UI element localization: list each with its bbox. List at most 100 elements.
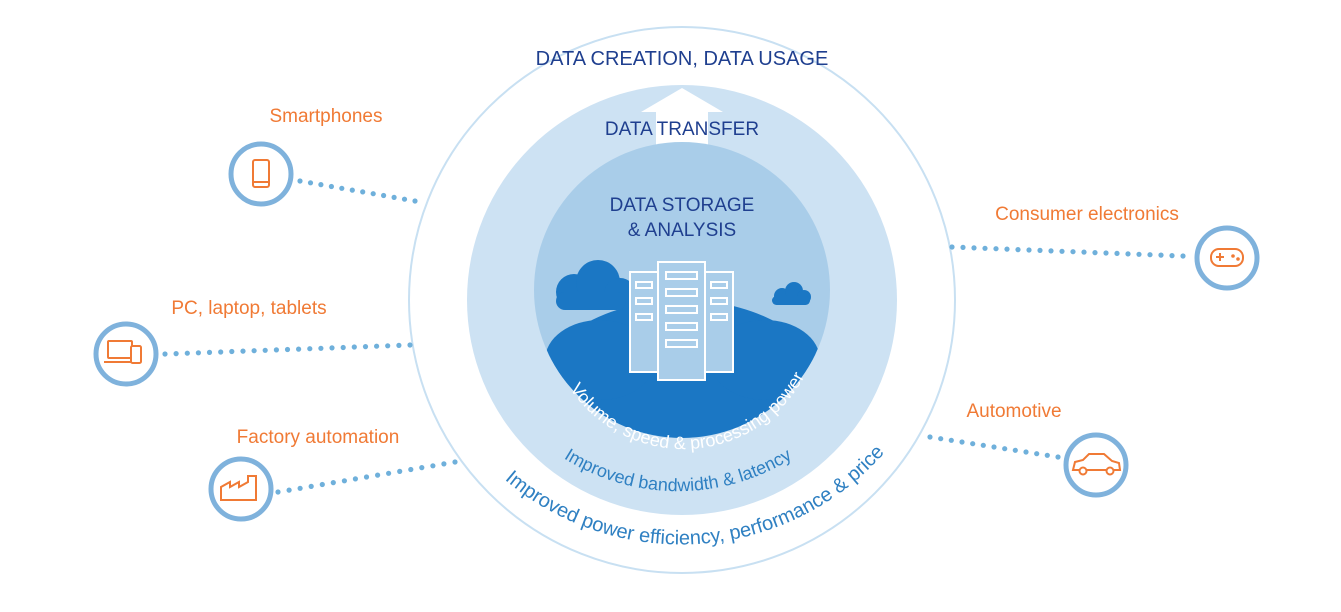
connector-dots bbox=[162, 178, 1186, 495]
connector-dot bbox=[1004, 246, 1010, 252]
connector-dot bbox=[195, 350, 201, 356]
inner-layer-title-line1: DATA STORAGE bbox=[610, 195, 755, 216]
cloud-datacenter-illustration bbox=[534, 260, 830, 438]
connector-dot bbox=[938, 436, 944, 442]
connector-dot bbox=[396, 342, 402, 348]
connector-dot bbox=[391, 194, 397, 200]
connector-dot bbox=[1044, 452, 1050, 458]
connector-dot bbox=[1034, 451, 1040, 457]
connector-dot bbox=[397, 468, 403, 474]
smartphone-icon bbox=[252, 159, 270, 188]
connector-dot bbox=[341, 478, 347, 484]
connector-dot bbox=[1023, 449, 1029, 455]
connector-dot bbox=[1059, 248, 1065, 254]
connector-dot bbox=[1103, 250, 1109, 256]
connector-dot bbox=[319, 481, 325, 488]
connector-dot bbox=[412, 198, 418, 204]
connector-dot bbox=[401, 196, 408, 202]
cloud-icon bbox=[772, 282, 811, 305]
device-label: PC, laptop, tablets bbox=[171, 298, 326, 319]
connector-dot bbox=[184, 350, 190, 356]
connector-dot bbox=[173, 351, 179, 357]
connector-dot bbox=[308, 483, 314, 489]
connector-dot bbox=[1012, 447, 1018, 453]
connector-dot bbox=[1092, 250, 1098, 256]
connector-dot bbox=[318, 345, 324, 351]
connector-dot bbox=[441, 461, 447, 467]
connector-dot bbox=[162, 351, 168, 357]
connector-dot bbox=[296, 346, 302, 352]
connector-dot bbox=[960, 244, 966, 250]
connector-dot bbox=[297, 485, 303, 491]
middle-layer-title: DATA TRANSFER bbox=[605, 119, 759, 140]
connector-dot bbox=[993, 246, 999, 252]
device-label: Automotive bbox=[966, 401, 1061, 422]
connector-dot bbox=[386, 470, 392, 476]
laptop-tablet-icon bbox=[104, 340, 142, 364]
connector-dot bbox=[971, 245, 977, 251]
gamepad-icon bbox=[1210, 248, 1244, 267]
connector-dot bbox=[362, 344, 369, 350]
connector-dot bbox=[297, 178, 303, 184]
connector-dot bbox=[1070, 249, 1076, 255]
device-pc-laptop-tablets: PC, laptop, tablets bbox=[93, 298, 327, 387]
connector-dot bbox=[1158, 252, 1164, 258]
connector-dot bbox=[1169, 253, 1175, 259]
connector-dot bbox=[251, 348, 257, 354]
connector-dot bbox=[1037, 247, 1043, 253]
connector-dot bbox=[1136, 251, 1142, 257]
factory-icon bbox=[220, 475, 257, 501]
connector-dot bbox=[262, 347, 268, 353]
connector-dot bbox=[949, 244, 955, 250]
connector-dot bbox=[1114, 250, 1120, 256]
connector-dot bbox=[307, 346, 313, 352]
connector-dot bbox=[381, 192, 387, 199]
inner-layer-title-line2: & ANALYSIS bbox=[628, 220, 736, 241]
connector-dot bbox=[330, 480, 336, 486]
device-factory-automation: Factory automation bbox=[208, 427, 399, 522]
connector-dot bbox=[1180, 253, 1186, 259]
connector-dot bbox=[452, 459, 458, 465]
device-label: Smartphones bbox=[269, 106, 382, 127]
device-consumer-electronics: Consumer electronics bbox=[995, 204, 1260, 291]
connector-dot bbox=[385, 343, 391, 349]
cloud-icon bbox=[556, 260, 636, 310]
connector-dot bbox=[1081, 249, 1087, 255]
connector-dot bbox=[1015, 247, 1021, 253]
connector-dot bbox=[328, 183, 334, 190]
connector-dot bbox=[351, 344, 357, 350]
connector-dot bbox=[948, 437, 954, 443]
connector-dot bbox=[1125, 251, 1131, 257]
device-smartphones: Smartphones bbox=[228, 106, 383, 207]
connector-dot bbox=[982, 245, 988, 251]
connector-dot bbox=[370, 191, 376, 197]
connector-dot bbox=[927, 434, 933, 440]
connector-dot bbox=[339, 185, 345, 191]
connector-dot bbox=[360, 189, 366, 195]
connector-dot bbox=[1055, 454, 1061, 460]
connector-dot bbox=[273, 347, 279, 353]
connector-dot bbox=[1048, 248, 1054, 254]
connector-dot bbox=[407, 342, 413, 348]
connector-dot bbox=[980, 442, 986, 448]
connector-dot bbox=[329, 345, 335, 351]
connector-dot bbox=[419, 465, 425, 471]
connector-dot bbox=[959, 439, 965, 445]
connector-dot bbox=[275, 489, 281, 495]
connector-dot bbox=[374, 343, 380, 349]
connector-dot bbox=[1147, 252, 1153, 258]
connector-dot bbox=[206, 349, 213, 355]
car-icon bbox=[1071, 453, 1122, 476]
connector-dot bbox=[318, 182, 324, 188]
connector-dot bbox=[286, 487, 292, 493]
connector-dot bbox=[1026, 247, 1032, 253]
connector-dot bbox=[408, 466, 414, 473]
connector-dot bbox=[1002, 446, 1008, 452]
connector-dot bbox=[363, 474, 370, 480]
connector-dot bbox=[240, 348, 246, 354]
outer-layer-title: DATA CREATION, DATA USAGE bbox=[536, 48, 829, 70]
connector-dot bbox=[991, 444, 997, 450]
connector-dot bbox=[307, 180, 314, 186]
connector-dot bbox=[352, 476, 358, 482]
